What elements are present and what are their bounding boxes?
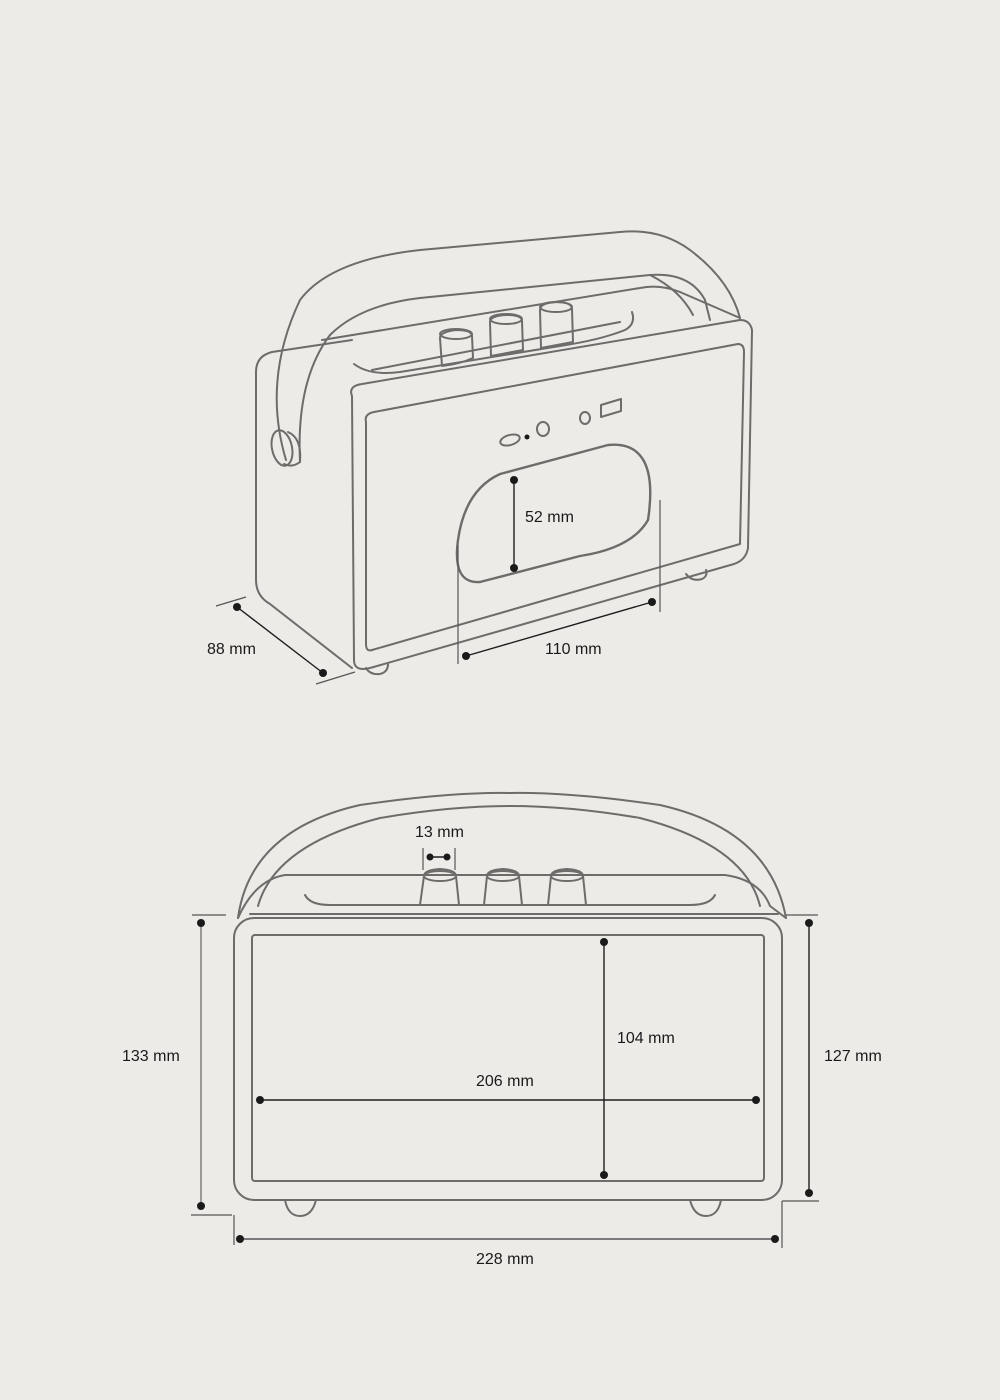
grille-width-label: 110 mm (545, 641, 602, 658)
foot (365, 663, 389, 676)
usb-c-port (499, 433, 521, 447)
handle-outer (275, 230, 741, 461)
perspective-view (215, 230, 753, 685)
handle-outer (237, 791, 787, 919)
top-knobs (439, 301, 574, 367)
body-height-label: 127 mm (824, 1048, 882, 1065)
total-height-label: 133 mm (122, 1048, 180, 1065)
front-view (191, 791, 819, 1248)
top-recess (353, 311, 635, 374)
headphone-port (579, 411, 591, 425)
depth-label: 88 mm (207, 641, 256, 658)
aux-port (536, 421, 550, 437)
front-knobs (419, 868, 587, 906)
grille-height-label: 52 mm (525, 509, 574, 526)
usb-port (600, 398, 622, 418)
panel-height-label: 104 mm (617, 1030, 675, 1047)
front-face-outer (350, 319, 753, 670)
knob-diameter-label: 13 mm (415, 824, 464, 841)
grille-panel (251, 934, 765, 1182)
foot (685, 569, 708, 581)
top-face (271, 339, 353, 353)
speaker-grille (455, 443, 652, 584)
handle-inner (257, 805, 761, 907)
top-recess (304, 894, 716, 906)
foot (284, 1199, 317, 1217)
front-face-inner (364, 343, 745, 652)
foot (689, 1199, 722, 1217)
handle-inner (298, 273, 711, 463)
top-body (237, 874, 787, 919)
body-outer (233, 917, 783, 1201)
side-face (255, 351, 353, 669)
panel-width-label: 206 mm (476, 1073, 534, 1090)
total-width-label: 228 mm (476, 1251, 534, 1268)
front-ports (499, 398, 622, 447)
